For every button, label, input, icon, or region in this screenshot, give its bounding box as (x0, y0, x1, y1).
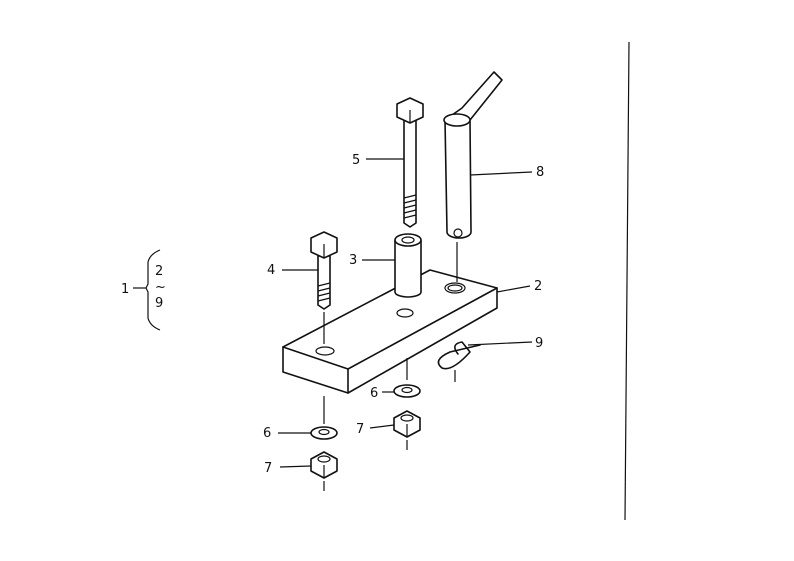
short-bolt (310, 231, 338, 344)
callout-range-start: 2 (155, 264, 163, 279)
callout-spacer: 3 (349, 253, 357, 268)
mounting-plate (282, 269, 498, 394)
callout-assembly: 1 (121, 282, 129, 297)
callout-plate: 2 (534, 279, 542, 294)
callout-bolt-long: 5 (352, 153, 360, 168)
callout-range-sep: ~ (155, 280, 166, 295)
leader-lines (133, 158, 533, 468)
nut-right (393, 410, 421, 450)
spacer-tube (394, 233, 422, 298)
washer-left (310, 396, 338, 440)
callout-pin: 8 (536, 165, 544, 180)
hair-pin-clip (437, 341, 481, 382)
callout-clip: 9 (535, 336, 543, 351)
callout-bolt-short: 4 (267, 263, 275, 278)
page-border-line (624, 41, 630, 521)
nut-left (310, 451, 338, 491)
callout-range-end: 9 (155, 296, 163, 311)
callout-washer-left: 6 (263, 426, 271, 441)
washer-right (393, 358, 421, 398)
assembly-bracket (145, 249, 161, 331)
callout-nut-right: 7 (356, 422, 364, 437)
callout-washer-right: 6 (370, 386, 378, 401)
callout-nut-left: 7 (264, 461, 272, 476)
bent-pin (443, 71, 503, 282)
long-bolt (396, 97, 424, 228)
